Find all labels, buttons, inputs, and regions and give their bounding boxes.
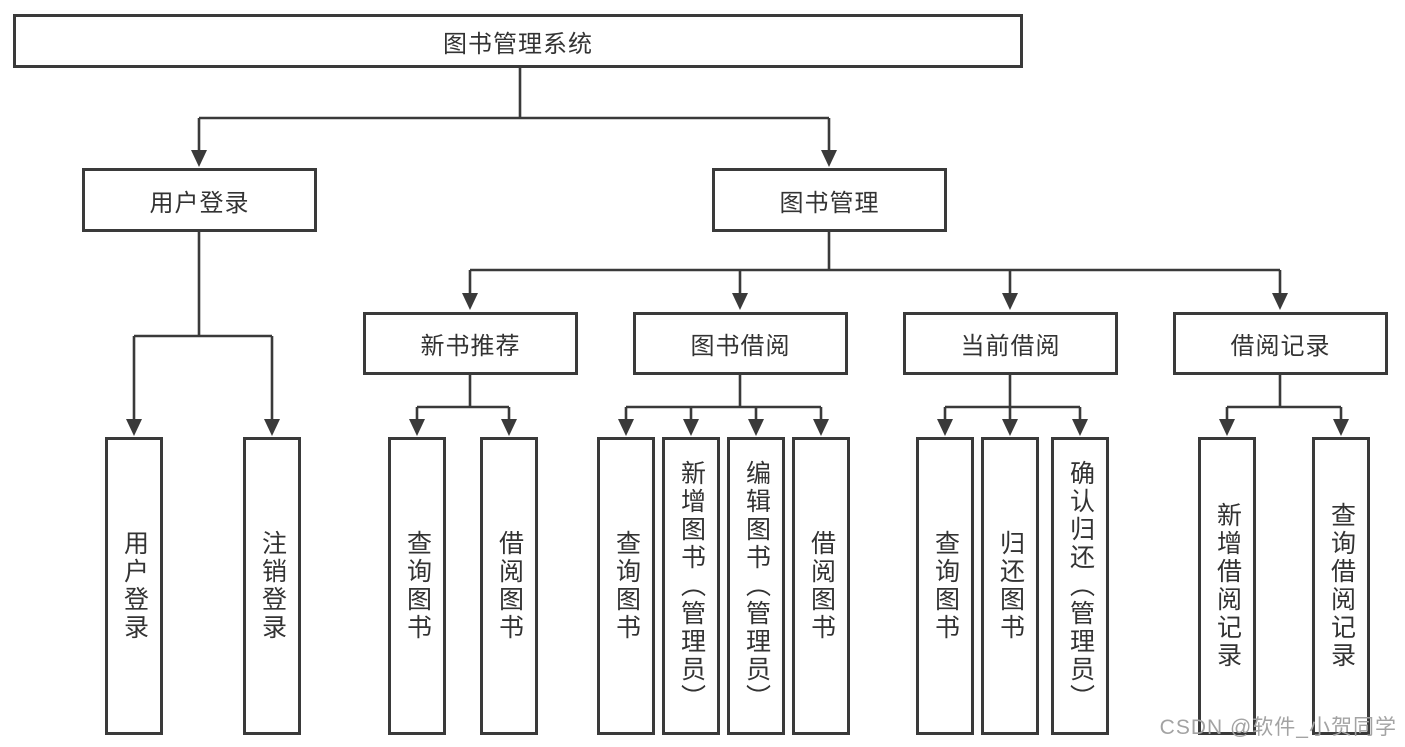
leaf-add-borrow-record: 新增借阅记录: [1198, 437, 1256, 735]
leaf-label: 查询图书: [931, 530, 960, 642]
leaf-add-book-admin: 新增图书（管理员）: [662, 437, 720, 735]
leaf-label: 注销登录: [258, 530, 287, 642]
leaf-label: 确认归还（管理员）: [1066, 460, 1095, 712]
node-root: 图书管理系统: [13, 14, 1023, 68]
leaf-label: 查询图书: [403, 530, 432, 642]
node-label: 图书管理: [779, 189, 880, 217]
node-label: 新书推荐: [420, 333, 521, 360]
node-root-label: 图书管理系统: [443, 30, 593, 58]
leaf-label: 编辑图书（管理员）: [742, 460, 771, 712]
leaf-user-login: 用户登录: [105, 437, 163, 735]
leaf-logout: 注销登录: [243, 437, 301, 735]
node-new-book-recommend: 新书推荐: [363, 312, 578, 375]
node-current-borrow: 当前借阅: [903, 312, 1118, 375]
node-label: 当前借阅: [960, 333, 1061, 360]
node-user-login-module: 用户登录: [82, 168, 317, 232]
leaf-borrow-book-1: 借阅图书: [480, 437, 538, 735]
leaf-return-book: 归还图书: [981, 437, 1039, 735]
leaf-label: 借阅图书: [807, 530, 836, 642]
leaf-query-book-1: 查询图书: [388, 437, 446, 735]
leaf-label: 查询借阅记录: [1327, 502, 1356, 670]
node-book-borrow: 图书借阅: [633, 312, 848, 375]
leaf-query-book-3: 查询图书: [916, 437, 974, 735]
leaf-label: 归还图书: [996, 530, 1025, 642]
csdn-watermark: CSDN @软件_小贺同学: [1159, 716, 1397, 739]
leaf-borrow-book-2: 借阅图书: [792, 437, 850, 735]
leaf-label: 新增借阅记录: [1213, 502, 1242, 670]
node-label: 借阅记录: [1230, 333, 1331, 360]
leaf-query-borrow-record: 查询借阅记录: [1312, 437, 1370, 735]
node-label: 图书借阅: [690, 333, 791, 360]
node-book-management: 图书管理: [712, 168, 947, 232]
leaf-edit-book-admin: 编辑图书（管理员）: [727, 437, 785, 735]
leaf-label: 用户登录: [120, 530, 149, 642]
leaf-label: 借阅图书: [495, 530, 524, 642]
leaf-query-book-2: 查询图书: [597, 437, 655, 735]
leaf-label: 新增图书（管理员）: [677, 460, 706, 712]
node-label: 用户登录: [149, 189, 250, 217]
node-borrow-records: 借阅记录: [1173, 312, 1388, 375]
leaf-confirm-return-admin: 确认归还（管理员）: [1051, 437, 1109, 735]
leaf-label: 查询图书: [612, 530, 641, 642]
